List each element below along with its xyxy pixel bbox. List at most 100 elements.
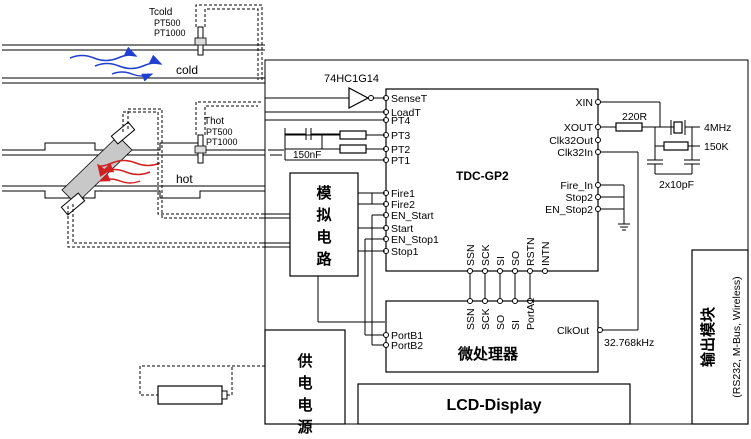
downstream-transducer-cable-1 [72, 204, 262, 244]
tdc-pin-marker [595, 124, 601, 130]
tdc-right-pin-label: Stop2 [566, 192, 594, 204]
tdc-left-pin-label: EN_Start [391, 210, 434, 222]
mcu-top-pin-label: PortA1 [525, 298, 537, 330]
mcu-top-pin-label: SCK [480, 308, 492, 330]
cap-150nf-label: 150nF [293, 150, 321, 161]
analog-circuit-block [289, 172, 359, 277]
cold-temperature-sensor [194, 4, 263, 80]
tdc-pin-marker [595, 194, 601, 200]
tdc-bottom-pin-label: SI [495, 256, 507, 266]
tdc-left-pin-label: Stop1 [391, 246, 419, 258]
tdc-pin-marker [595, 206, 601, 212]
tdc-chip-name: TDC-GP2 [456, 169, 509, 183]
tdc-bottom-pin-label: INTN [540, 242, 552, 267]
tdc-bottom-pin-label: SCK [480, 244, 492, 266]
mcu-left-pin-label: PortB2 [391, 340, 423, 352]
clock-circuit [600, 101, 700, 330]
mcu-pin-marker [383, 342, 389, 348]
microprocessor-label: 微处理器 [457, 345, 519, 363]
tdc-left-pin-label: Start [391, 223, 413, 235]
tdc-right-pin-label: Clk32Out [549, 135, 593, 147]
mcu-pin-marker [482, 298, 488, 304]
reference-resistor-network [268, 128, 385, 161]
tdc-pin-marker [595, 149, 601, 155]
tdc-pin-marker [497, 268, 503, 274]
crystal-4mhz-label: 4MHz [704, 122, 731, 134]
downstream-transducer-cable-2 [67, 206, 262, 248]
tdc-right-pin-label: XIN [575, 97, 593, 109]
mcu-clkout-label: ClkOut [557, 325, 589, 337]
lcd-display-label: LCD-Display [446, 397, 541, 414]
mcu-pin-marker [467, 298, 473, 304]
tdc-left-pin-label: EN_Stop1 [391, 234, 439, 246]
tdc-right-pin-label: Fire_In [560, 180, 593, 192]
tdc-left-pin-label: SenseT [391, 93, 428, 105]
output-protocols: (RS232, M-Bus, Wireless) [731, 276, 743, 397]
hot-sensor-type-1: PT500 [206, 127, 233, 137]
mcu-pin-marker [383, 332, 389, 338]
tdc-left-pin-label: PT2 [391, 144, 410, 156]
stop2-connections [600, 184, 630, 231]
hot-flow-arrows [97, 159, 161, 184]
mcu-top-pin-label: SI [510, 320, 522, 330]
tdc-left-pin-label: PT4 [391, 115, 410, 127]
cold-sensor-title: Tcold [149, 7, 172, 18]
schmitt-trigger-buffer [348, 87, 370, 109]
tdc-right-pins: XIN XOUTClk32OutClk32InFire_InStop2EN_Sto… [545, 97, 601, 216]
battery-lead-2 [222, 366, 233, 396]
cold-sensor-type-2: PT1000 [154, 28, 186, 38]
battery [157, 385, 223, 405]
tdc-pin-marker [595, 99, 601, 105]
analog-circuit-label: 模拟电路 [316, 184, 332, 268]
tdc-pin-marker [595, 182, 601, 188]
power-supply-label: 供电电源 [296, 352, 312, 436]
tdc-bottom-pin-label: SSN [465, 244, 477, 266]
tdc-pin-marker [482, 268, 488, 274]
hot-flow-label: hot [176, 172, 193, 186]
tdc-right-pin-label: XOUT [564, 122, 594, 134]
tdc-pin-marker [527, 268, 533, 274]
hot-temperature-sensor [194, 101, 262, 164]
tdc-pin-marker [467, 268, 473, 274]
crystal-32khz-label: 32.768kHz [604, 337, 654, 349]
tdc-left-pin-label: PT1 [391, 155, 410, 167]
hot-sensor-type-2: PT1000 [206, 137, 238, 147]
tdc-pin-marker [512, 268, 518, 274]
buffer-part-label: 74HC1G14 [324, 73, 379, 85]
caps-2x10pf-label: 2x10pF [659, 179, 694, 191]
lcd-display-block [357, 383, 631, 425]
output-module-block [691, 249, 749, 425]
upstream-transducer-cable [122, 111, 262, 215]
cold-sensor-type-1: PT500 [154, 18, 181, 28]
output-module-title: 输出模块 [699, 306, 717, 367]
tdc-bottom-pin-label: RSTN [525, 237, 537, 266]
upstream-transducer-cable-2 [127, 108, 262, 219]
mcu-left-pin-label: PortB1 [391, 330, 423, 342]
mcu-pin-marker [497, 298, 503, 304]
spi-bus [469, 273, 531, 299]
tdc-pin-marker [595, 137, 601, 143]
tdc-left-pin-label: LoadT [391, 107, 421, 119]
mcu-pin-marker [512, 298, 518, 304]
mcu-top-pin-label: SSN [465, 308, 477, 330]
battery-lead-1 [139, 365, 265, 396]
tdc-gp2-chip [385, 88, 599, 272]
cold-pipe [2, 44, 265, 84]
resistor-220r-label: 220R [622, 111, 648, 123]
cold-flow-label: cold [176, 63, 198, 77]
tdc-left-pins: SenseTLoadTPT4PT3PT2PT1Fire1Fire2EN_Star… [383, 93, 439, 258]
analog-connections [262, 192, 385, 346]
hot-pipe [2, 121, 265, 216]
tdc-right-pin-label: Clk32In [557, 147, 593, 159]
cold-flow-arrows [69, 46, 163, 82]
tdc-pin-marker [542, 268, 548, 274]
tdc-left-pin-label: Fire2 [391, 199, 415, 211]
resistor-150k-label: 150K [704, 141, 729, 153]
tdc-bottom-pin-label: SO [510, 251, 522, 266]
tdc-right-pin-label: EN_Stop2 [545, 204, 593, 216]
tdc-left-pin-label: Fire1 [391, 188, 415, 200]
mcu-top-pin-label: SO [495, 315, 507, 330]
